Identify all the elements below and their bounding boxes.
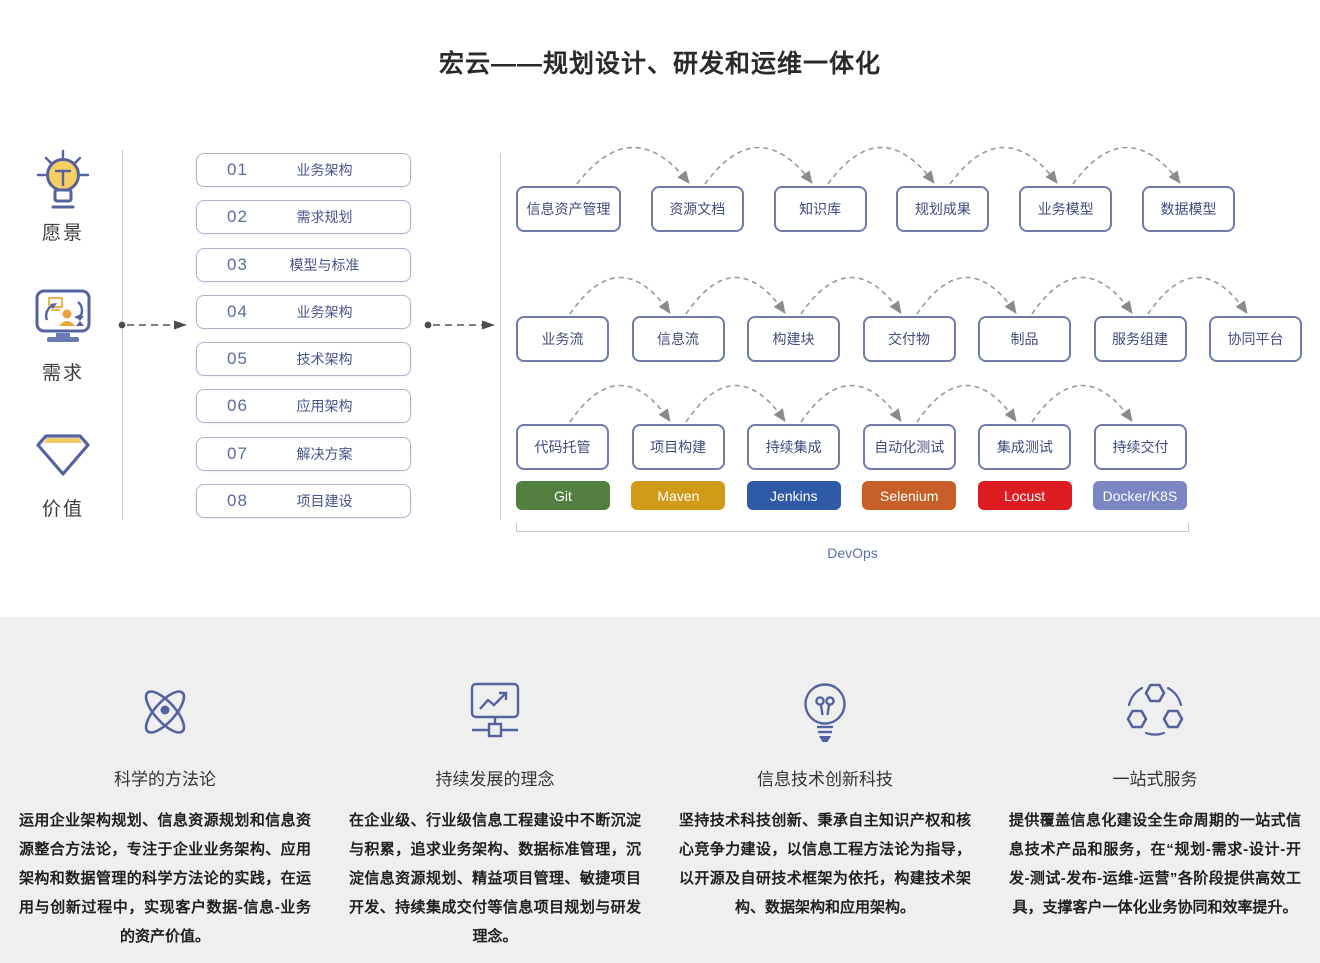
arc-arrows	[569, 276, 1248, 315]
feature-column: 一站式服务 提供覆盖信息化建设全生命周期的一站式信息技术产品和服务，在“规划-需…	[990, 617, 1320, 963]
arc-arrows	[569, 384, 1133, 423]
rail-item: 需求	[15, 288, 111, 385]
tool-badge: Docker/K8S	[1092, 481, 1187, 510]
step-label: 应用架构	[296, 398, 353, 415]
feature-column: 信息技术创新科技 坚持技术科技创新、秉承自主知识产权和核心竞争力建设，以信息工程…	[660, 617, 990, 963]
flow-box: 业务模型	[1019, 186, 1113, 232]
arc-arrows	[576, 146, 1181, 185]
step-number: 08	[227, 490, 248, 510]
feature-heading: 信息技术创新科技	[757, 770, 893, 789]
feature-text: 提供覆盖信息化建设全生命周期的一站式信息技术产品和服务，在“规划-需求-设计-开…	[1009, 812, 1301, 916]
devops-bracket	[516, 523, 1189, 532]
flow-box: 知识库	[773, 186, 867, 232]
dashed-arrow-icon	[118, 320, 187, 330]
step-number: 05	[227, 349, 248, 369]
flow-row-artifacts: 业务流信息流构建块交付物制品服务组建协同平台	[516, 270, 1302, 362]
lightbulb-icon	[15, 148, 111, 210]
page-title: 宏云——规划设计、研发和运维一体化	[438, 50, 881, 78]
step-number: 03	[227, 254, 248, 274]
rail-item-label: 价值	[41, 499, 84, 520]
flow-box: 项目构建	[631, 424, 725, 470]
flow-boxes: 业务流信息流构建块交付物制品服务组建协同平台	[516, 316, 1302, 362]
flow-boxes: 代码托管项目构建持续集成自动化测试集成测试持续交付	[516, 424, 1187, 470]
devops-tools-row: Git Maven Jenkins Selenium Locust Docker/K8S	[516, 481, 1187, 510]
feature-heading: 一站式服务	[1112, 770, 1198, 789]
steps-list: 01 业务架构 02 需求规划 03 模型与标准 04 业务架构 05 技术架构…	[196, 153, 411, 518]
flow-box: 制品	[978, 316, 1071, 362]
tool-badge: Jenkins	[746, 481, 841, 510]
flow-box: 资源文档	[650, 186, 744, 232]
tool-badge: Selenium	[862, 481, 957, 510]
features-section: 科学的方法论 运用企业架构规划、信息资源规划和信息资源整合方法论，专注于企业业务…	[0, 617, 1320, 963]
hexagon-network-icon	[1009, 681, 1301, 743]
step-item: 05 技术架构	[196, 342, 411, 377]
feature-text: 坚持技术科技创新、秉承自主知识产权和核心竞争力建设，以信息工程方法论为指导，以开…	[679, 812, 971, 916]
step-item: 02 需求规划	[196, 200, 411, 235]
flow-box: 业务流	[516, 316, 609, 362]
feature-text: 运用企业架构规划、信息资源规划和信息资源整合方法论，专注于企业业务架构、应用架构…	[19, 812, 311, 945]
divider-line-right	[500, 153, 501, 520]
flow-box: 信息流	[631, 316, 725, 362]
bulb-outline-icon	[679, 681, 971, 743]
flow-box: 规划成果	[896, 186, 990, 232]
flow-box: 协同平台	[1209, 316, 1302, 362]
step-item: 04 业务架构	[196, 294, 411, 329]
step-label: 技术架构	[296, 351, 353, 368]
diamond-icon	[15, 424, 111, 486]
step-number: 02	[227, 207, 248, 227]
step-item: 01 业务架构	[196, 153, 411, 187]
tool-badge: Git	[516, 481, 610, 510]
flow-box: 交付物	[862, 316, 956, 362]
feature-column: 持续发展的理念 在企业级、行业级信息工程建设中不断沉淀与积累，追求业务架构、数据…	[330, 617, 660, 963]
step-label: 项目建设	[296, 492, 353, 509]
rail-item: 愿景	[15, 148, 111, 245]
chart-monitor-icon	[349, 681, 641, 743]
flow-box: 代码托管	[516, 424, 609, 470]
rail-item: 价值	[15, 424, 111, 521]
flow-row-assets: 信息资产管理资源文档知识库规划成果业务模型数据模型	[516, 140, 1235, 232]
step-item: 08 项目建设	[196, 483, 411, 518]
atom-icon	[19, 681, 311, 743]
rail-item-label: 愿景	[41, 223, 84, 244]
monitor-sync-icon	[15, 288, 111, 350]
step-number: 01	[227, 160, 248, 179]
devops-label: DevOps	[827, 545, 878, 561]
tool-badge: Maven	[631, 481, 726, 510]
step-number: 06	[227, 396, 248, 416]
step-label: 业务架构	[296, 303, 353, 320]
flow-boxes: 信息资产管理资源文档知识库规划成果业务模型数据模型	[516, 186, 1235, 232]
step-item: 03 模型与标准	[196, 247, 411, 282]
flow-box: 持续交付	[1093, 424, 1187, 470]
flow-row-pipeline: 代码托管项目构建持续集成自动化测试集成测试持续交付	[516, 378, 1187, 470]
step-label: 解决方案	[296, 445, 353, 462]
step-number: 07	[227, 443, 248, 463]
step-item: 06 应用架构	[196, 389, 411, 424]
step-item: 07 解决方案	[196, 436, 411, 471]
divider-line-left	[122, 150, 123, 520]
flow-box: 服务组建	[1093, 316, 1187, 362]
feature-heading: 科学的方法论	[114, 770, 216, 789]
step-label: 业务架构	[296, 162, 353, 178]
flow-box: 持续集成	[747, 424, 841, 470]
flow-box: 集成测试	[978, 424, 1072, 470]
flow-box: 自动化测试	[862, 424, 956, 470]
flow-box: 数据模型	[1141, 186, 1235, 232]
step-label: 模型与标准	[289, 256, 360, 273]
feature-column: 科学的方法论 运用企业架构规划、信息资源规划和信息资源整合方法论，专注于企业业务…	[0, 617, 330, 963]
dashed-arrow-icon	[424, 320, 495, 330]
rail-item-label: 需求	[41, 363, 84, 384]
flow-box: 信息资产管理	[516, 186, 621, 232]
flow-box: 构建块	[747, 316, 840, 362]
step-label: 需求规划	[296, 209, 353, 226]
step-number: 04	[227, 301, 248, 321]
tool-badge: Locust	[977, 481, 1072, 510]
feature-heading: 持续发展的理念	[435, 770, 555, 789]
feature-text: 在企业级、行业级信息工程建设中不断沉淀与积累，追求业务架构、数据标准管理，沉淀信…	[349, 812, 641, 945]
